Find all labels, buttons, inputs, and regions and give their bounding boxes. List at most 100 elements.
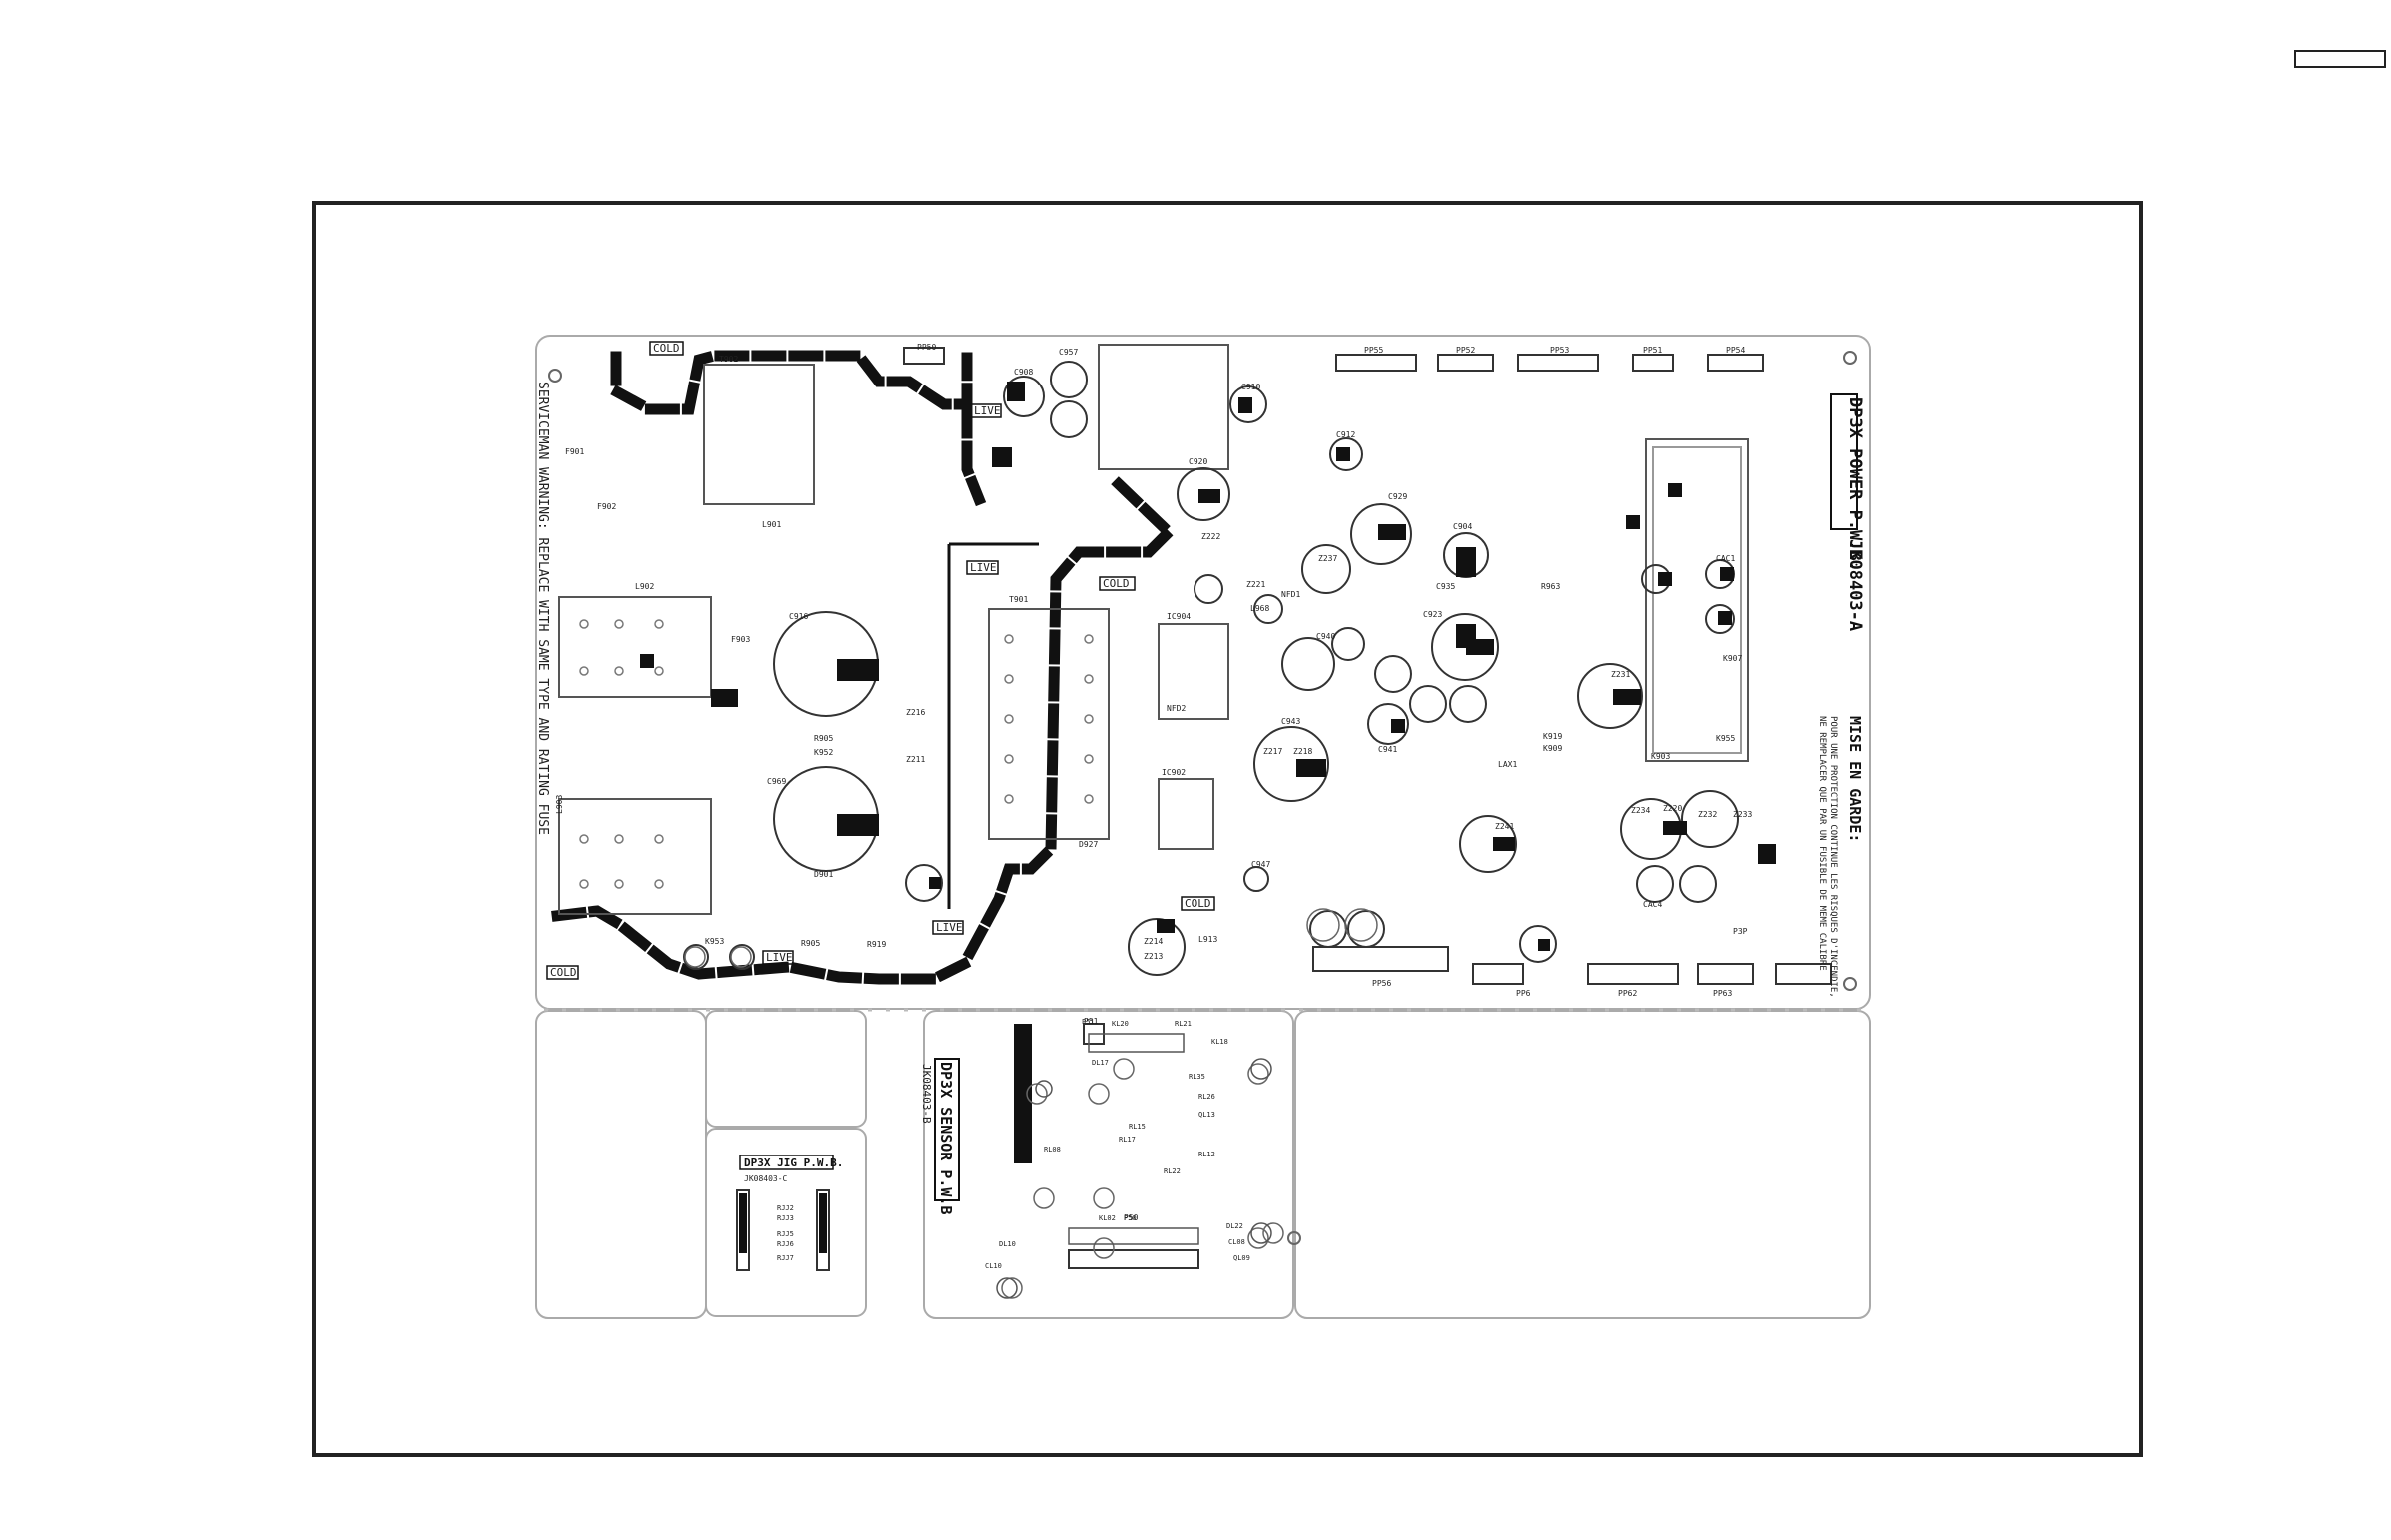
heatsink-inner	[1652, 446, 1742, 754]
ref-label: CL08	[1228, 1238, 1245, 1246]
ref-label: Z211	[906, 755, 925, 764]
ref-label: C947	[1251, 860, 1270, 869]
ic902	[1158, 778, 1214, 850]
ref-label: RJJ6	[777, 1240, 794, 1248]
capacitor-c941	[1367, 703, 1409, 745]
power-title-box	[1830, 393, 1858, 530]
ref-label: F903	[731, 635, 750, 644]
zone-live: LIVE	[970, 561, 997, 574]
ref-label: KL02	[1099, 1214, 1116, 1222]
mounting-holes	[548, 351, 1857, 1245]
sensor-ref-designators: KL20 RL21 KL18 QL13 RL26 RL15 CL08 KL02 …	[985, 1018, 1250, 1270]
capacitor-c986	[729, 944, 755, 970]
jig-title-box	[739, 1155, 834, 1170]
connectors-top	[736, 347, 1832, 1271]
capacitor-c940	[1281, 637, 1335, 691]
zone-cold: COLD	[1185, 897, 1211, 910]
connector-pp51	[1632, 354, 1674, 372]
label-pp6: PP6	[1516, 989, 1531, 998]
ref-label: D927	[1079, 840, 1098, 849]
ref-label: Z220	[1663, 804, 1682, 813]
heatsink	[1645, 438, 1749, 762]
ref-label: C908	[1014, 368, 1033, 377]
ref-label: RL21	[1175, 1020, 1192, 1028]
ref-label: L901	[762, 520, 781, 529]
ref-label: NFD2	[1167, 704, 1186, 713]
connector-jig-left	[736, 1189, 750, 1271]
ref-label: Z232	[1698, 810, 1717, 819]
ref-label: Z218	[1293, 747, 1312, 756]
connector-pp6	[1472, 963, 1524, 985]
capacitor-c910	[1229, 385, 1267, 423]
ref-label: F901	[565, 447, 584, 456]
ref-label: C910	[1241, 383, 1260, 391]
warning-texts: SERVICEMAN WARNING: REPLACE WITH SAME TY…	[535, 382, 1864, 998]
ref-label: QL09	[1233, 1254, 1250, 1262]
label-pp54: PP54	[1726, 346, 1745, 355]
zone-live: LIVE	[936, 921, 963, 934]
ref-label: C943	[1281, 717, 1300, 726]
capacitor-c908	[1003, 376, 1045, 417]
connector-pp50	[903, 347, 945, 365]
ref-label: QL13	[1198, 1111, 1215, 1119]
ref-label: DL10	[999, 1240, 1016, 1248]
capacitor-c932	[1409, 685, 1447, 723]
board-outlines	[535, 335, 1871, 1319]
capacitor-c935	[1431, 613, 1499, 681]
ref-label: C923	[1423, 610, 1442, 619]
ref-label: R963	[1541, 582, 1560, 591]
jig-board-title: DP3X JIG P.W.B.	[744, 1156, 843, 1169]
ref-label: Z237	[1318, 554, 1337, 563]
capacitor-c957	[1050, 361, 1088, 398]
right-blank-panel	[1294, 1010, 1871, 1319]
ref-label: Z233	[1733, 810, 1752, 819]
capacitor-c933	[1449, 685, 1487, 723]
ref-label: C940	[1316, 632, 1335, 641]
capacitor-c928	[1350, 503, 1412, 565]
board-titles: DP3X POWER P.W.B. JK08403-A DP3X SENSOR …	[739, 393, 1865, 1215]
ref-label: K909	[1543, 744, 1562, 753]
label-pp63: PP63	[1713, 989, 1732, 998]
ref-label: CAC4	[1643, 900, 1662, 909]
mounting-hole	[1843, 351, 1857, 365]
connector-pp64	[1775, 963, 1832, 985]
line-filter-l903	[558, 798, 712, 915]
ref-label: CAC1	[1716, 554, 1735, 563]
capacitor-cac4	[1636, 865, 1674, 903]
capacitor-z241	[1459, 815, 1517, 873]
ref-label: Z214	[1144, 937, 1163, 946]
ref-label: Z213	[1144, 952, 1163, 961]
transformers	[558, 344, 1749, 915]
ref-label: RJJ3	[777, 1214, 794, 1222]
ref-label: RJJ7	[777, 1254, 794, 1262]
capacitor-c913	[1194, 574, 1223, 604]
capacitor-c925	[1374, 655, 1412, 693]
capacitor-c985	[683, 944, 709, 970]
transformer-t901	[988, 608, 1110, 840]
mise-en-garde-line1: POUR UNE PROTECTION CONTINUE LES RISQUES…	[1828, 716, 1838, 998]
zone-live: LIVE	[766, 951, 793, 964]
capacitor-c959	[1519, 925, 1557, 963]
mounting-hole	[548, 369, 562, 383]
power-board-outline	[535, 335, 1871, 1010]
ref-label: L902	[635, 582, 654, 591]
connector-pp63	[1697, 963, 1754, 985]
power-board-title: DP3X POWER P.W.B.	[1845, 397, 1865, 571]
connector-pp56	[1312, 946, 1449, 972]
capacitor-c949	[1243, 866, 1269, 892]
ref-label: C941	[1378, 745, 1397, 754]
capacitor-c955	[905, 864, 943, 902]
ref-label: C916	[789, 612, 808, 621]
sensor-title-box	[934, 1058, 960, 1201]
label-p50: P50	[1124, 1213, 1139, 1222]
ref-label: C935	[1436, 582, 1455, 591]
label-pp51: PP51	[1643, 346, 1662, 355]
capacitor-cac3	[1705, 604, 1735, 634]
ref-label: K952	[814, 748, 833, 757]
capacitor-c962	[1347, 910, 1385, 948]
small-components	[684, 908, 1378, 1299]
connector-pp55	[1335, 354, 1417, 372]
ref-label: R919	[867, 940, 886, 949]
ref-label: RL12	[1198, 1151, 1215, 1158]
ref-label: Z231	[1611, 670, 1630, 679]
